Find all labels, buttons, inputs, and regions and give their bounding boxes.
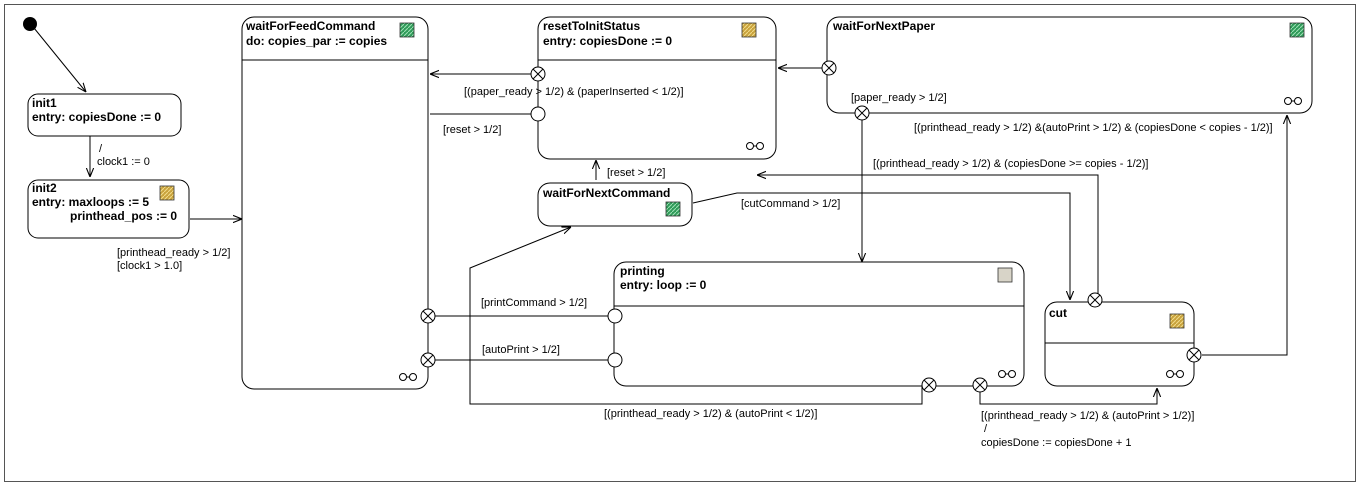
state-boxes [27, 16, 1313, 390]
submachine-icon [998, 370, 1016, 378]
state-machine-icon-green [1289, 22, 1305, 38]
exit-point[interactable] [1087, 292, 1103, 308]
label-printing-to-cut-action: copiesDone := copiesDone + 1 [981, 437, 1131, 449]
state-entry-resettoinitstatus: entry: copiesDone := 0 [543, 34, 672, 48]
state-cut[interactable] [1044, 301, 1195, 387]
label-feed-to-reset: [reset > 1/2] [443, 124, 501, 136]
label-printing-to-cut-guard: [(printhead_ready > 1/2) & (autoPrint > … [981, 410, 1194, 422]
state-machine-icon-yellow [741, 22, 757, 38]
label-init1-init2-action: clock1 := 0 [97, 156, 150, 168]
state-entry-init1: entry: copiesDone := 0 [32, 110, 161, 124]
state-icon-plain [997, 267, 1013, 283]
exit-point[interactable] [420, 352, 436, 368]
exit-point[interactable] [530, 66, 546, 82]
cut-command-line[interactable] [692, 192, 1070, 300]
state-entry-init2-line2: printhead_pos := 0 [70, 209, 177, 223]
submachine-icon [746, 142, 764, 150]
initial-state [23, 17, 37, 31]
state-action-waitforfeedcommand: do: copies_par := copies [246, 34, 387, 48]
state-title-cut: cut [1049, 306, 1067, 320]
entry-point[interactable] [607, 352, 623, 368]
label-printing-to-cmd: [(printhead_ready > 1/2) & (autoPrint < … [604, 408, 817, 420]
label-init1-init2-slash: / [99, 143, 103, 155]
exit-point[interactable] [854, 105, 870, 121]
state-machine-icon-green [399, 22, 415, 38]
transition-lines [33, 27, 1287, 405]
label-print-command: [printCommand > 1/2] [481, 297, 587, 309]
state-title-resettoinitstatus: resetToInitStatus [543, 19, 640, 33]
state-icons [159, 22, 1305, 329]
submachine-icons [399, 97, 1302, 381]
state-printing[interactable] [613, 261, 1025, 387]
state-title-init1: init1 [32, 96, 57, 110]
connection-points [420, 60, 1202, 393]
state-machine-icon-yellow [1169, 313, 1185, 329]
label-auto-print: [autoPrint > 1/2] [482, 344, 560, 356]
exit-point[interactable] [1186, 347, 1202, 363]
label-init2-guard2: [clock1 > 1.0] [117, 260, 182, 272]
label-reset-to-feed: [(paper_ready > 1/2) & (paperInserted < … [464, 86, 684, 98]
state-entry-init2-line1: entry: maxloops := 5 [32, 195, 149, 209]
state-waitforfeedcommand[interactable] [241, 16, 429, 390]
label-cut-command: [cutCommand > 1/2] [741, 198, 840, 210]
entry-point[interactable] [530, 106, 546, 122]
label-nextpaper-to-reset: [(printhead_ready > 1/2) & (copiesDone >… [873, 158, 1148, 170]
state-init1[interactable] [27, 93, 182, 137]
label-paper-ready: [paper_ready > 1/2] [851, 92, 947, 104]
state-title-waitfornextcommand: waitForNextCommand [542, 186, 670, 200]
exit-point[interactable] [921, 377, 937, 393]
submachine-icon [1166, 370, 1184, 378]
printing-to-cut[interactable] [979, 388, 1157, 405]
cut-to-nextpaper[interactable] [1202, 115, 1287, 356]
exit-point[interactable] [821, 60, 837, 76]
label-cmd-to-reset: [reset > 1/2] [607, 167, 665, 179]
state-machine-icon-green [665, 201, 681, 217]
initial-to-init1[interactable] [33, 27, 86, 92]
label-nextpaper-to-cut: [(printhead_ready > 1/2) &(autoPrint > 1… [914, 122, 1273, 134]
exit-point[interactable] [420, 308, 436, 324]
submachine-icon [1284, 97, 1302, 105]
entry-point[interactable] [607, 308, 623, 324]
state-waitfornextcommand[interactable] [537, 182, 693, 227]
state-entry-printing: entry: loop := 0 [620, 278, 707, 292]
state-title-init2: init2 [32, 181, 57, 195]
state-title-waitforfeedcommand: waitForFeedCommand [245, 19, 375, 33]
exit-point[interactable] [972, 377, 988, 393]
nextpaper-reset-guard-line[interactable] [757, 175, 1099, 296]
state-resettoinitstatus[interactable] [537, 16, 777, 160]
label-printing-to-cut-slash: / [984, 423, 988, 435]
state-machine-icon-yellow [159, 185, 175, 201]
submachine-icon [399, 373, 417, 381]
state-title-waitfornextpaper: waitForNextPaper [832, 19, 935, 33]
printing-to-cmd[interactable] [469, 227, 923, 405]
state-init2[interactable] [27, 179, 190, 239]
label-init2-guard1: [printhead_ready > 1/2] [117, 247, 230, 259]
state-title-printing: printing [620, 264, 665, 278]
